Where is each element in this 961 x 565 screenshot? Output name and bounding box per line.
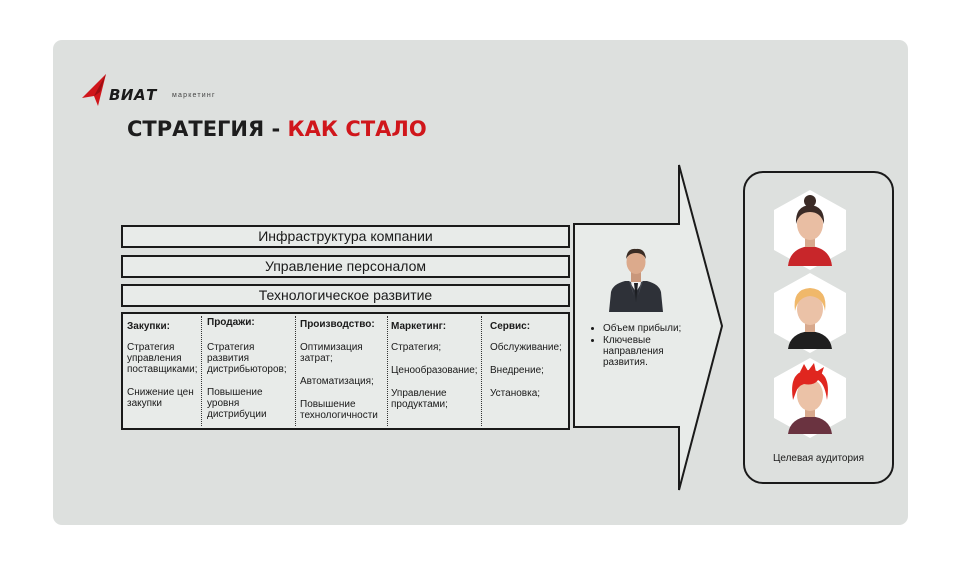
bar-technology: Технологическое развитие — [121, 284, 570, 307]
page-title: СТРАТЕГИЯ - КАК СТАЛО — [127, 117, 427, 141]
column-item: Управление продуктами; — [391, 388, 448, 410]
column-item: Ценообразование; — [391, 365, 478, 376]
bullet-item: Объем прибыли; — [603, 323, 711, 334]
column-item: Стратегия управления поставщиками; — [127, 342, 198, 375]
title-part1: СТРАТЕГИЯ - — [127, 117, 288, 141]
column-head: Сервис: — [490, 321, 531, 332]
title-part2: КАК СТАЛО — [287, 117, 427, 141]
column-head: Закупки: — [127, 321, 170, 332]
column-item: Повышение технологичности — [300, 399, 378, 421]
viat-logo-icon — [82, 74, 106, 106]
column-service: Сервис: Обслуживание; Внедрение; Установ… — [490, 314, 570, 428]
woman-blonde-avatar-icon — [774, 273, 846, 353]
column-head: Маркетинг: — [391, 321, 447, 332]
primary-activities-grid: Закупки: Стратегия управления поставщика… — [121, 312, 570, 430]
woman-redhead-avatar-icon — [774, 358, 846, 438]
brand-name: ВИАТ — [109, 86, 157, 104]
brand-subtitle: маркетинг — [172, 92, 216, 99]
slide-background — [53, 40, 908, 525]
bullet-item: Ключевые направления развития. — [603, 335, 711, 368]
column-item: Оптимизация затрат; — [300, 342, 363, 364]
businessman-icon — [609, 248, 663, 312]
column-divider — [201, 316, 202, 426]
target-audience-label: Целевая аудитория — [772, 453, 865, 464]
column-divider — [387, 316, 388, 426]
column-item: Внедрение; — [490, 365, 544, 376]
column-item: Повышение уровня дистрибуции — [207, 387, 267, 420]
column-item: Автоматизация; — [300, 376, 374, 387]
result-bullets: Объем прибыли; Ключевые направления разв… — [591, 323, 711, 369]
column-divider — [295, 316, 296, 426]
column-sales: Продажи: Стратегия развития дистрибьютор… — [207, 314, 295, 428]
column-divider — [481, 316, 482, 426]
column-item: Снижение цен закупки — [127, 387, 194, 409]
column-item: Обслуживание; — [490, 342, 562, 353]
bar-personnel: Управление персоналом — [121, 255, 570, 278]
target-audience-box — [743, 171, 894, 484]
bar-infrastructure: Инфраструктура компании — [121, 225, 570, 248]
column-marketing: Маркетинг: Стратегия; Ценообразование; У… — [391, 314, 481, 428]
column-item: Стратегия; — [391, 342, 442, 353]
column-purchasing: Закупки: Стратегия управления поставщика… — [127, 314, 203, 428]
column-production: Производство: Оптимизация затрат; Автома… — [300, 314, 388, 428]
column-head: Производство: — [300, 319, 375, 330]
column-head: Продажи: — [207, 317, 255, 328]
column-item: Стратегия развития дистрибьюторов; — [207, 342, 287, 375]
column-item: Установка; — [490, 388, 541, 399]
woman-bun-avatar-icon — [774, 190, 846, 270]
